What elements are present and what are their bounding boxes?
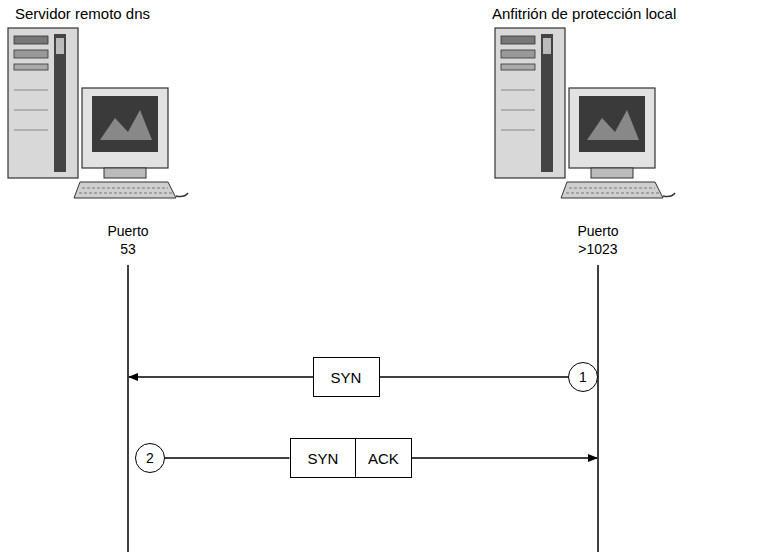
node-text: 1 [579, 369, 587, 385]
host-caption: Anfitrión de protección local [492, 4, 676, 24]
host-caption: Servidor remoto dns [15, 4, 150, 24]
port-label: Puerto >1023 [577, 222, 618, 258]
computer-icon [8, 28, 188, 198]
message-box: ACK [355, 438, 412, 478]
port-label: Puerto 53 [107, 222, 148, 258]
message-line [165, 457, 290, 459]
node-text: ACK [368, 450, 399, 467]
lifeline [597, 265, 599, 552]
node-text: SYN [308, 450, 339, 467]
message-line [380, 376, 569, 378]
step-circle: 2 [135, 443, 165, 473]
node-text: SYN [331, 369, 362, 386]
lifeline [127, 265, 129, 552]
computer-icon [495, 28, 675, 198]
node-text: 2 [146, 450, 154, 466]
message-arrow [390, 457, 597, 459]
message-box: SYN [290, 438, 357, 478]
step-circle: 1 [568, 362, 598, 392]
message-box: SYN [313, 357, 380, 397]
message-arrow [129, 376, 340, 378]
